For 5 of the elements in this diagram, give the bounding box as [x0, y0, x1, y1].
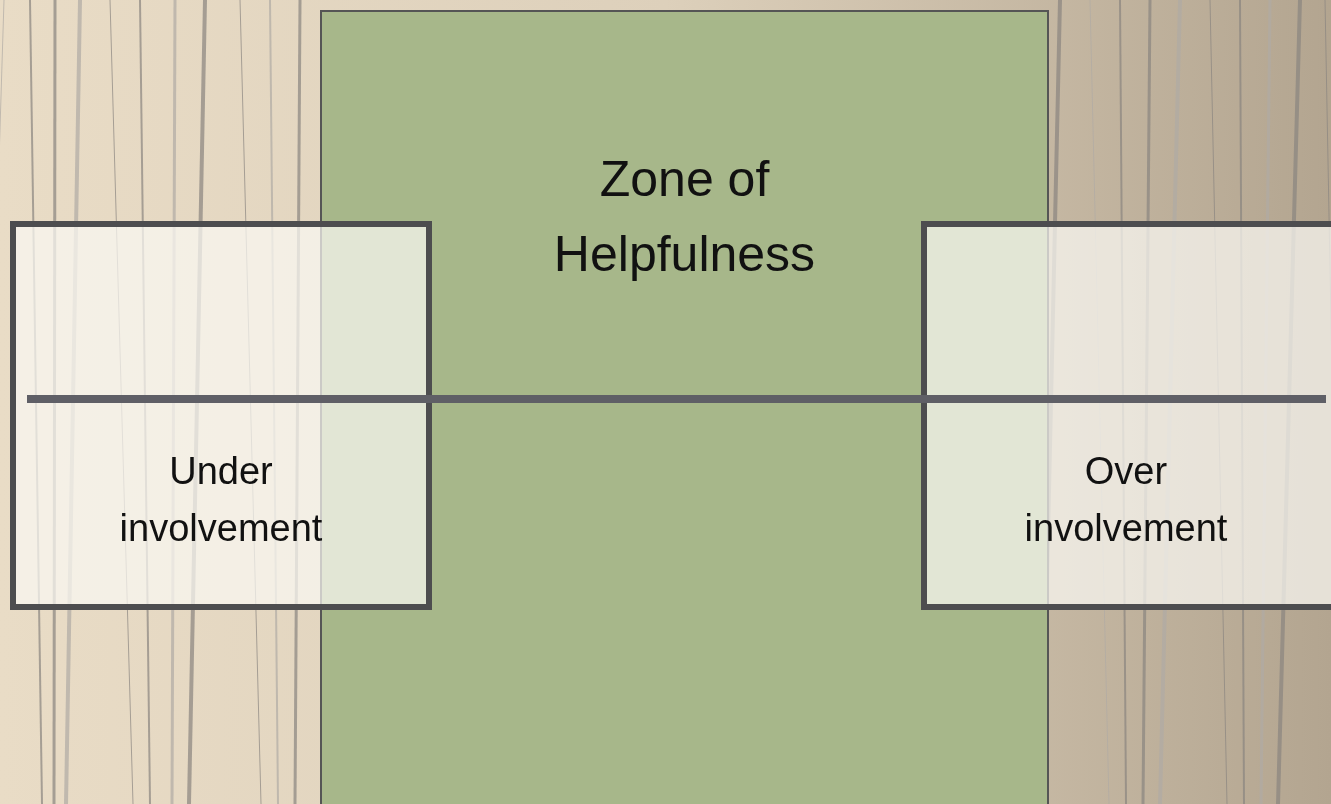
category-box	[921, 221, 1331, 610]
node-label: Zone of Helpfulness	[552, 150, 817, 284]
category-box	[10, 221, 432, 610]
node-label: Under involvement	[118, 449, 324, 551]
node-label: Over involvement	[1023, 449, 1229, 551]
